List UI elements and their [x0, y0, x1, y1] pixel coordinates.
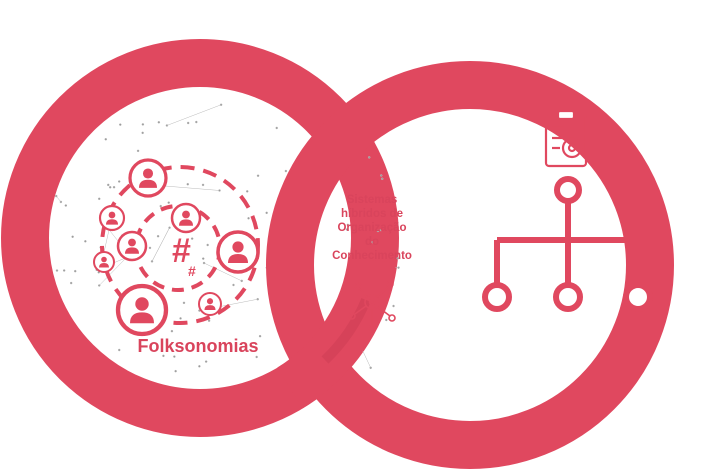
user-avatar-icon — [116, 230, 148, 262]
network-dot — [204, 360, 208, 363]
network-dot — [396, 257, 400, 260]
network-dot — [106, 183, 110, 187]
network-dot — [345, 228, 349, 231]
network-link — [203, 262, 242, 282]
network-dot — [84, 240, 87, 243]
user-avatar-icon — [93, 158, 260, 337]
network-link — [56, 195, 62, 203]
network-dot — [71, 235, 74, 238]
network-dot — [256, 174, 260, 177]
network-dot — [173, 355, 176, 358]
network-dot — [376, 229, 380, 233]
network-dot — [190, 237, 194, 240]
user-avatar-icon — [115, 283, 169, 337]
network-dot — [195, 120, 198, 124]
network-dot — [198, 365, 201, 368]
network-dot — [275, 126, 278, 130]
network-dot — [265, 211, 268, 215]
network-dot — [157, 121, 161, 124]
network-dot — [167, 201, 170, 204]
network-dot — [104, 138, 108, 141]
network-dot — [141, 123, 145, 126]
network-dot — [156, 234, 160, 238]
network-dot — [201, 257, 205, 260]
network-dot — [202, 261, 206, 265]
instrument-label-line: terminológico — [513, 348, 593, 362]
network-dot — [159, 204, 162, 208]
network-dot — [117, 348, 121, 352]
network-dot — [206, 243, 209, 247]
network-dot — [186, 182, 190, 186]
network-dot — [255, 355, 258, 359]
network-dot — [136, 149, 140, 153]
hybrid-label-line: do — [364, 236, 380, 248]
network-dot — [97, 197, 101, 201]
network-dot — [64, 204, 68, 207]
network-dot — [218, 189, 221, 192]
user-avatar-icon — [98, 204, 126, 232]
network-dot — [258, 334, 262, 338]
network-dot — [182, 301, 186, 305]
network-dot — [117, 180, 121, 183]
hybrid-label-line: híbridos de — [341, 208, 403, 220]
network-dot — [55, 269, 59, 272]
network-dot — [245, 190, 249, 193]
right-ring — [266, 61, 674, 469]
user-avatar-icon — [170, 202, 202, 234]
network-dot — [162, 354, 165, 358]
network-dot — [119, 123, 122, 126]
instrument-label: Instrumento(s) de controle terminológico — [488, 318, 618, 363]
network-dot — [108, 186, 112, 189]
network-dot — [392, 304, 395, 308]
user-avatar-icon — [216, 230, 260, 274]
network-dot — [346, 223, 350, 227]
network-dot — [69, 281, 73, 285]
network-dot — [371, 240, 374, 244]
overlap-shade — [321, 298, 371, 364]
clipboard-gear-icon — [544, 109, 600, 168]
network-link — [166, 104, 222, 126]
network-dot — [73, 269, 77, 273]
network-dot — [179, 317, 182, 320]
network-dot — [186, 121, 190, 125]
user-avatar-icon — [93, 251, 115, 273]
network-link — [151, 227, 170, 262]
network-dot — [141, 131, 144, 135]
hybrid-label-line: Organização — [337, 222, 407, 234]
network-dot — [170, 329, 174, 333]
instrument-label-line: Instrumento(s) de — [502, 318, 604, 332]
network-dot — [62, 269, 66, 272]
network-dot — [148, 246, 152, 250]
instrument-label-line: controle — [529, 333, 577, 347]
network-link — [163, 185, 220, 191]
user-avatar-icon — [198, 292, 222, 316]
hybrid-label-line: Sistemas — [346, 194, 398, 206]
left-ring-overlap — [276, 256, 396, 409]
network-link — [99, 257, 127, 286]
network-dot — [112, 185, 116, 189]
network-dot — [232, 283, 235, 287]
hierarchy-tree-icon — [482, 176, 653, 312]
user-avatar-icon — [128, 158, 168, 198]
network-dot — [247, 217, 250, 220]
hashtag-small-icon: # — [188, 263, 196, 279]
network-link — [361, 348, 371, 368]
network-dot — [174, 369, 177, 373]
left-ring — [1, 39, 399, 437]
network-dot — [379, 174, 383, 177]
network-dot — [284, 169, 288, 173]
hashtag-icon: # — [172, 232, 191, 270]
network-dot — [207, 319, 211, 322]
network-node-icon — [348, 280, 396, 332]
network-dot — [201, 183, 205, 187]
network-dot — [367, 156, 371, 159]
hybrid-label-line: Conhecimento — [332, 250, 412, 262]
hybrid-systems-label: Sistemas híbridos de Organização do Conh… — [322, 193, 422, 263]
network-dot — [385, 318, 388, 322]
folksonomias-label: Folksonomias — [137, 336, 259, 356]
network-dot — [380, 177, 384, 181]
